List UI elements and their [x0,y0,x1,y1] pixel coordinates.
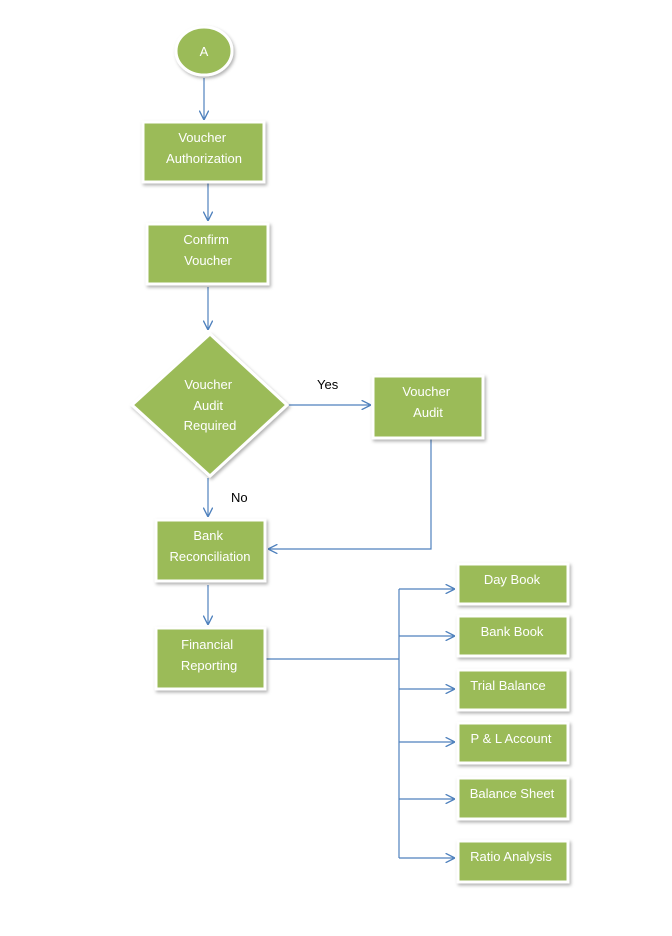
trial-balance-node [456,668,570,712]
financial-reporting-node [154,626,267,691]
voucher-authorization-line-2: Authorization [166,151,242,166]
voucher-authorization-label: Voucher Authorization [166,130,242,166]
ratio-analysis-node [456,839,570,884]
voucher-audit-line-2: Audit [413,405,443,420]
confirm-voucher-line-2: Voucher [184,253,232,268]
voucher-audit-label: Voucher Audit [402,384,453,420]
voucher-authorization-node [141,120,266,184]
voucher-audit-required-line-3: Required [184,418,237,433]
voucher-audit-node [371,374,485,440]
day-book-node [456,562,570,606]
start-label-line: A [200,44,209,59]
financial-reporting-line-2: Reporting [181,658,237,673]
voucher-audit-required-label: Voucher Audit Required [184,377,237,433]
day-book-line: Day Book [484,572,541,587]
financial-reporting-line-1: Financial [181,637,233,652]
balance-sheet-node [456,776,570,821]
bank-book-label: Bank Book [481,624,544,639]
edge-audit-to-bank [269,439,432,549]
start-node [174,25,234,77]
confirm-voucher-node [145,222,270,286]
bank-reconciliation-line-2: Reconciliation [170,549,251,564]
edges [204,78,454,858]
pl-account-label: P & L Account [471,731,552,746]
start-label: A [200,44,209,59]
nodes [129,25,570,884]
confirm-voucher-label: Confirm Voucher [183,232,232,268]
bank-reconciliation-label: Bank Reconciliation [170,528,251,564]
bank-reconciliation-line-1: Bank [193,528,223,543]
day-book-label: Day Book [484,572,541,587]
voucher-authorization-line-1: Voucher [178,130,226,145]
financial-reporting-label: Financial Reporting [181,637,237,673]
voucher-audit-required-line-2: Audit [193,398,223,413]
balance-sheet-line: Balance Sheet [470,786,555,801]
node-labels: A Voucher Authorization Confirm Voucher … [166,44,555,864]
pl-account-node [456,721,570,765]
trial-balance-line: Trial Balance [470,678,545,693]
bank-book-line: Bank Book [481,624,544,639]
edge-label-no: No [231,490,248,505]
pl-account-line: P & L Account [471,731,552,746]
trial-balance-label: Trial Balance [470,678,545,693]
balance-sheet-label: Balance Sheet [470,786,555,801]
confirm-voucher-line-1: Confirm [183,232,229,247]
ratio-analysis-line: Ratio Analysis [470,849,552,864]
bank-reconciliation-node [154,518,267,583]
bank-book-node [456,614,570,658]
ratio-analysis-label: Ratio Analysis [470,849,552,864]
voucher-audit-required-decision [129,331,290,479]
voucher-audit-required-line-1: Voucher [184,377,232,392]
voucher-audit-line-1: Voucher [402,384,450,399]
edge-label-yes: Yes [317,377,339,392]
